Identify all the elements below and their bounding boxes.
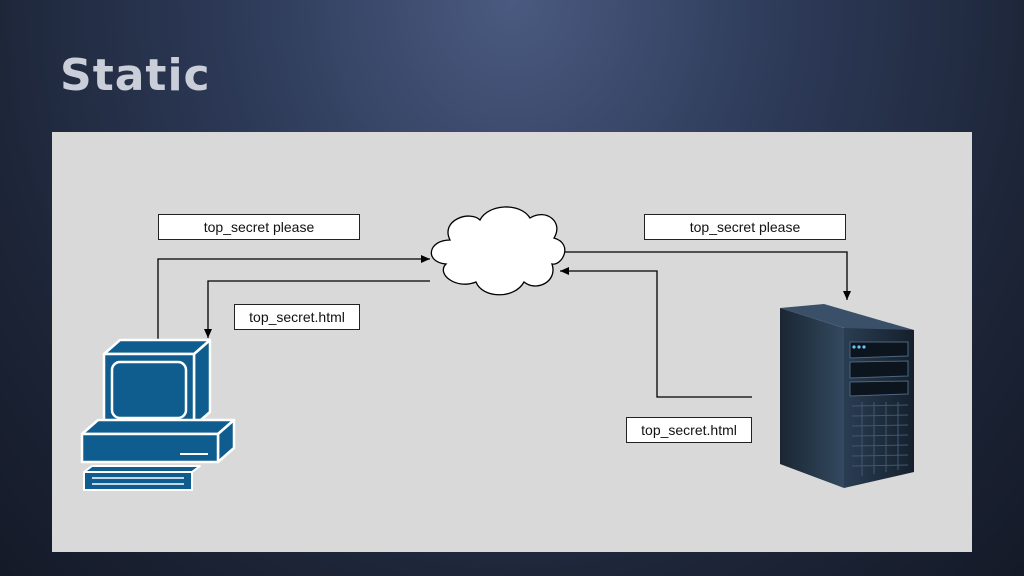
- diagram-canvas: [80, 206, 914, 491]
- slide-title: Static: [60, 50, 211, 101]
- desktop-computer-icon: [80, 338, 236, 491]
- client-response-label: top_secret.html: [234, 304, 360, 330]
- server-tower-icon: [780, 304, 914, 488]
- server-response-label: top_secret.html: [626, 417, 752, 443]
- request-arrow-cloud-to-server: [564, 251, 851, 300]
- cloud-icon: [430, 206, 566, 296]
- diagram-panel: top_secret please top_secret please top_…: [52, 132, 972, 552]
- response-arrow-cloud-to-client: [204, 280, 430, 338]
- response-arrow-server-to-cloud: [560, 267, 752, 398]
- server-request-label: top_secret please: [644, 214, 846, 240]
- request-arrow-client-to-cloud: [157, 255, 430, 339]
- client-request-label: top_secret please: [158, 214, 360, 240]
